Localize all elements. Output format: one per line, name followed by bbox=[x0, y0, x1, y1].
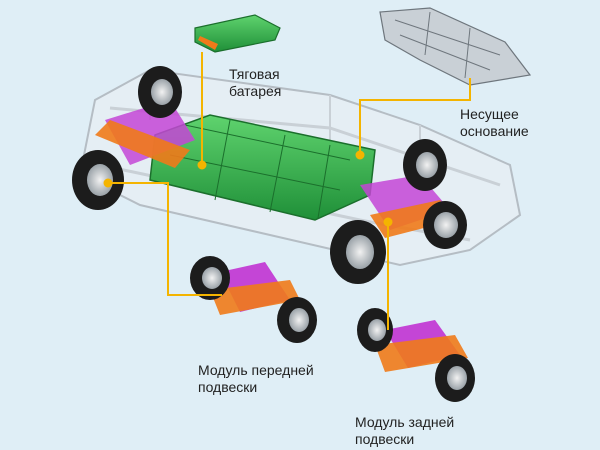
label-front-suspension: Модуль передней подвески bbox=[198, 362, 314, 396]
label-traction-battery-line2: батарея bbox=[229, 83, 282, 99]
leader-chassis-dot bbox=[355, 150, 365, 160]
leader-battery-dot bbox=[197, 160, 207, 170]
car-wheel-rear-right bbox=[403, 139, 467, 249]
front-suspension-module bbox=[190, 256, 317, 343]
car-wheel-rear-left bbox=[330, 220, 386, 284]
leader-front-dot bbox=[103, 178, 113, 188]
car-wheel-front-left bbox=[72, 150, 124, 210]
car-wheel-front-right bbox=[138, 66, 182, 118]
front-suspension-in-car bbox=[95, 100, 195, 168]
chassis-frame-detached bbox=[379, 7, 532, 86]
label-chassis-base-line2: основание bbox=[460, 123, 529, 139]
rear-suspension-module bbox=[357, 308, 475, 402]
label-chassis-base-line1: Несущее bbox=[460, 106, 519, 122]
label-rear-suspension-line2: подвески bbox=[355, 431, 415, 447]
leader-lines bbox=[103, 52, 471, 330]
label-chassis-base: Несущее основание bbox=[460, 106, 529, 140]
label-traction-battery: Тяговая батарея bbox=[229, 66, 281, 100]
label-rear-suspension-line1: Модуль задней bbox=[355, 414, 455, 430]
label-traction-battery-line1: Тяговая bbox=[229, 66, 280, 82]
label-front-suspension-line1: Модуль передней bbox=[198, 362, 314, 378]
leader-chassis bbox=[359, 78, 471, 155]
leader-rear-dot bbox=[383, 217, 393, 227]
label-front-suspension-line2: подвески bbox=[198, 379, 258, 395]
leader-front bbox=[108, 182, 222, 296]
label-rear-suspension: Модуль задней подвески bbox=[355, 414, 454, 448]
battery-detached bbox=[194, 14, 281, 53]
